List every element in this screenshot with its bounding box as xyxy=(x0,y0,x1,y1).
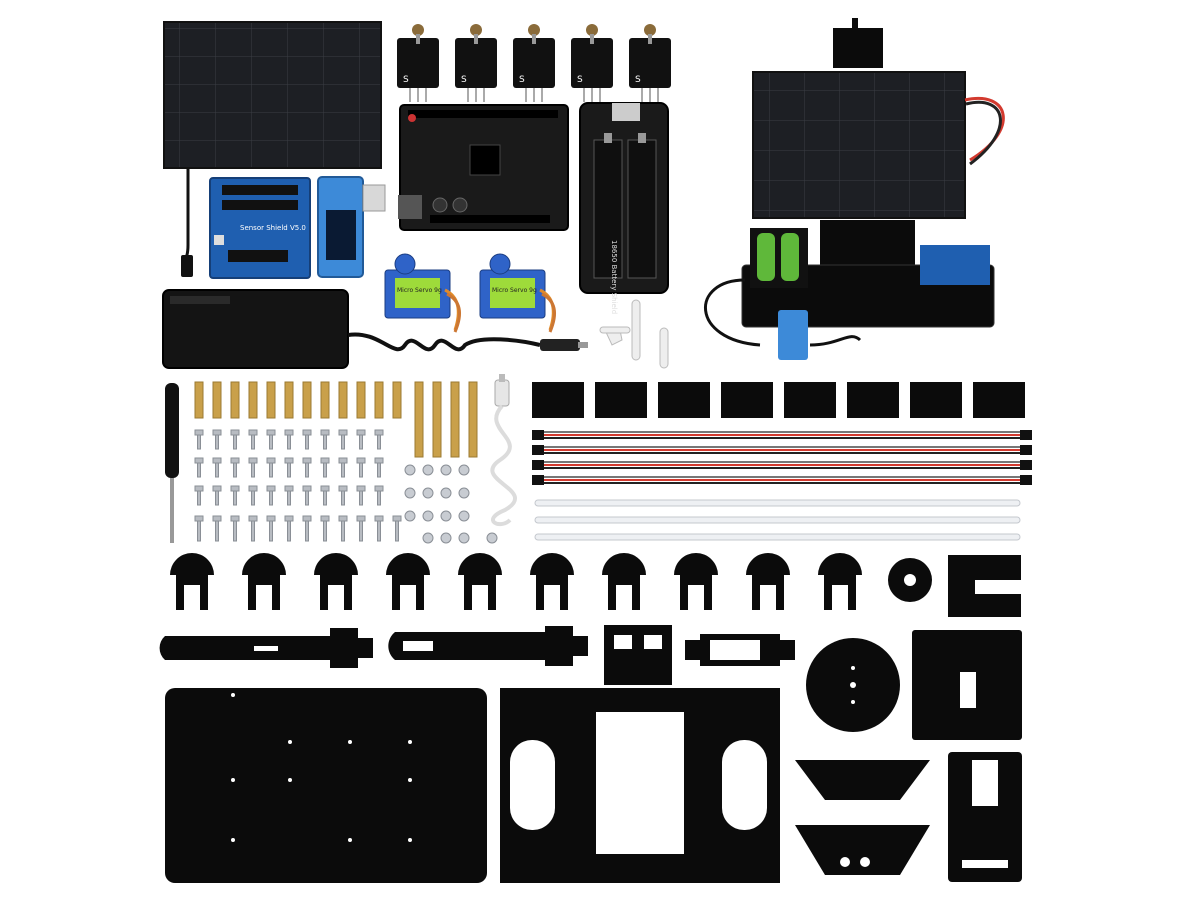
sensor-pin-label: S xyxy=(461,75,467,85)
nuts xyxy=(404,464,498,544)
sensor-pin-label: S xyxy=(635,75,641,85)
sensor-pin-label: S xyxy=(519,75,525,85)
sensor-shield-label: Sensor Shield V5.0 xyxy=(240,224,306,232)
battery-box xyxy=(162,289,588,369)
brass-standoffs xyxy=(194,381,478,458)
light-sensor: S xyxy=(629,24,671,102)
battery-shield-label: 18650 Battery Shield xyxy=(610,240,618,314)
servo-horns xyxy=(599,299,669,369)
base-plate-center xyxy=(500,688,780,883)
assembled-solar-tracker xyxy=(704,18,1005,360)
battery-shield: 18650 Battery Shield xyxy=(579,102,669,314)
screwdriver xyxy=(165,383,179,543)
controller-board xyxy=(398,104,569,231)
micro-servo: Micro Servo 9g xyxy=(384,253,461,333)
velcro-pads xyxy=(532,382,1025,418)
base-plate-left xyxy=(165,688,487,883)
base-plate-round xyxy=(806,638,900,732)
micro-servo: Micro Servo 9g xyxy=(479,253,556,333)
sensor-pin-label: S xyxy=(403,75,409,85)
usb-cable xyxy=(490,374,517,527)
jumper-wires xyxy=(532,430,1032,485)
light-sensor: S xyxy=(397,24,439,102)
servo-label: Micro Servo 9g xyxy=(492,287,537,294)
light-sensor-modules: S S S S S xyxy=(397,24,671,102)
light-sensor: S xyxy=(455,24,497,102)
sensor-shield: Sensor Shield V5.0 xyxy=(209,177,311,279)
side-plate xyxy=(948,752,1022,882)
acrylic-clips xyxy=(170,553,1021,617)
cable-ties xyxy=(534,499,1021,541)
sensor-pin-label: S xyxy=(577,75,583,85)
light-sensor: S xyxy=(571,24,613,102)
bracket-pieces xyxy=(795,760,930,875)
servo-label: Micro Servo 9g xyxy=(397,287,442,294)
screws xyxy=(194,429,402,542)
solar-panel-small xyxy=(163,21,382,277)
light-sensor: S xyxy=(513,24,555,102)
base-plate-square xyxy=(912,630,1022,740)
usb-voltage-meter xyxy=(317,176,386,278)
acrylic-arms xyxy=(159,625,795,685)
